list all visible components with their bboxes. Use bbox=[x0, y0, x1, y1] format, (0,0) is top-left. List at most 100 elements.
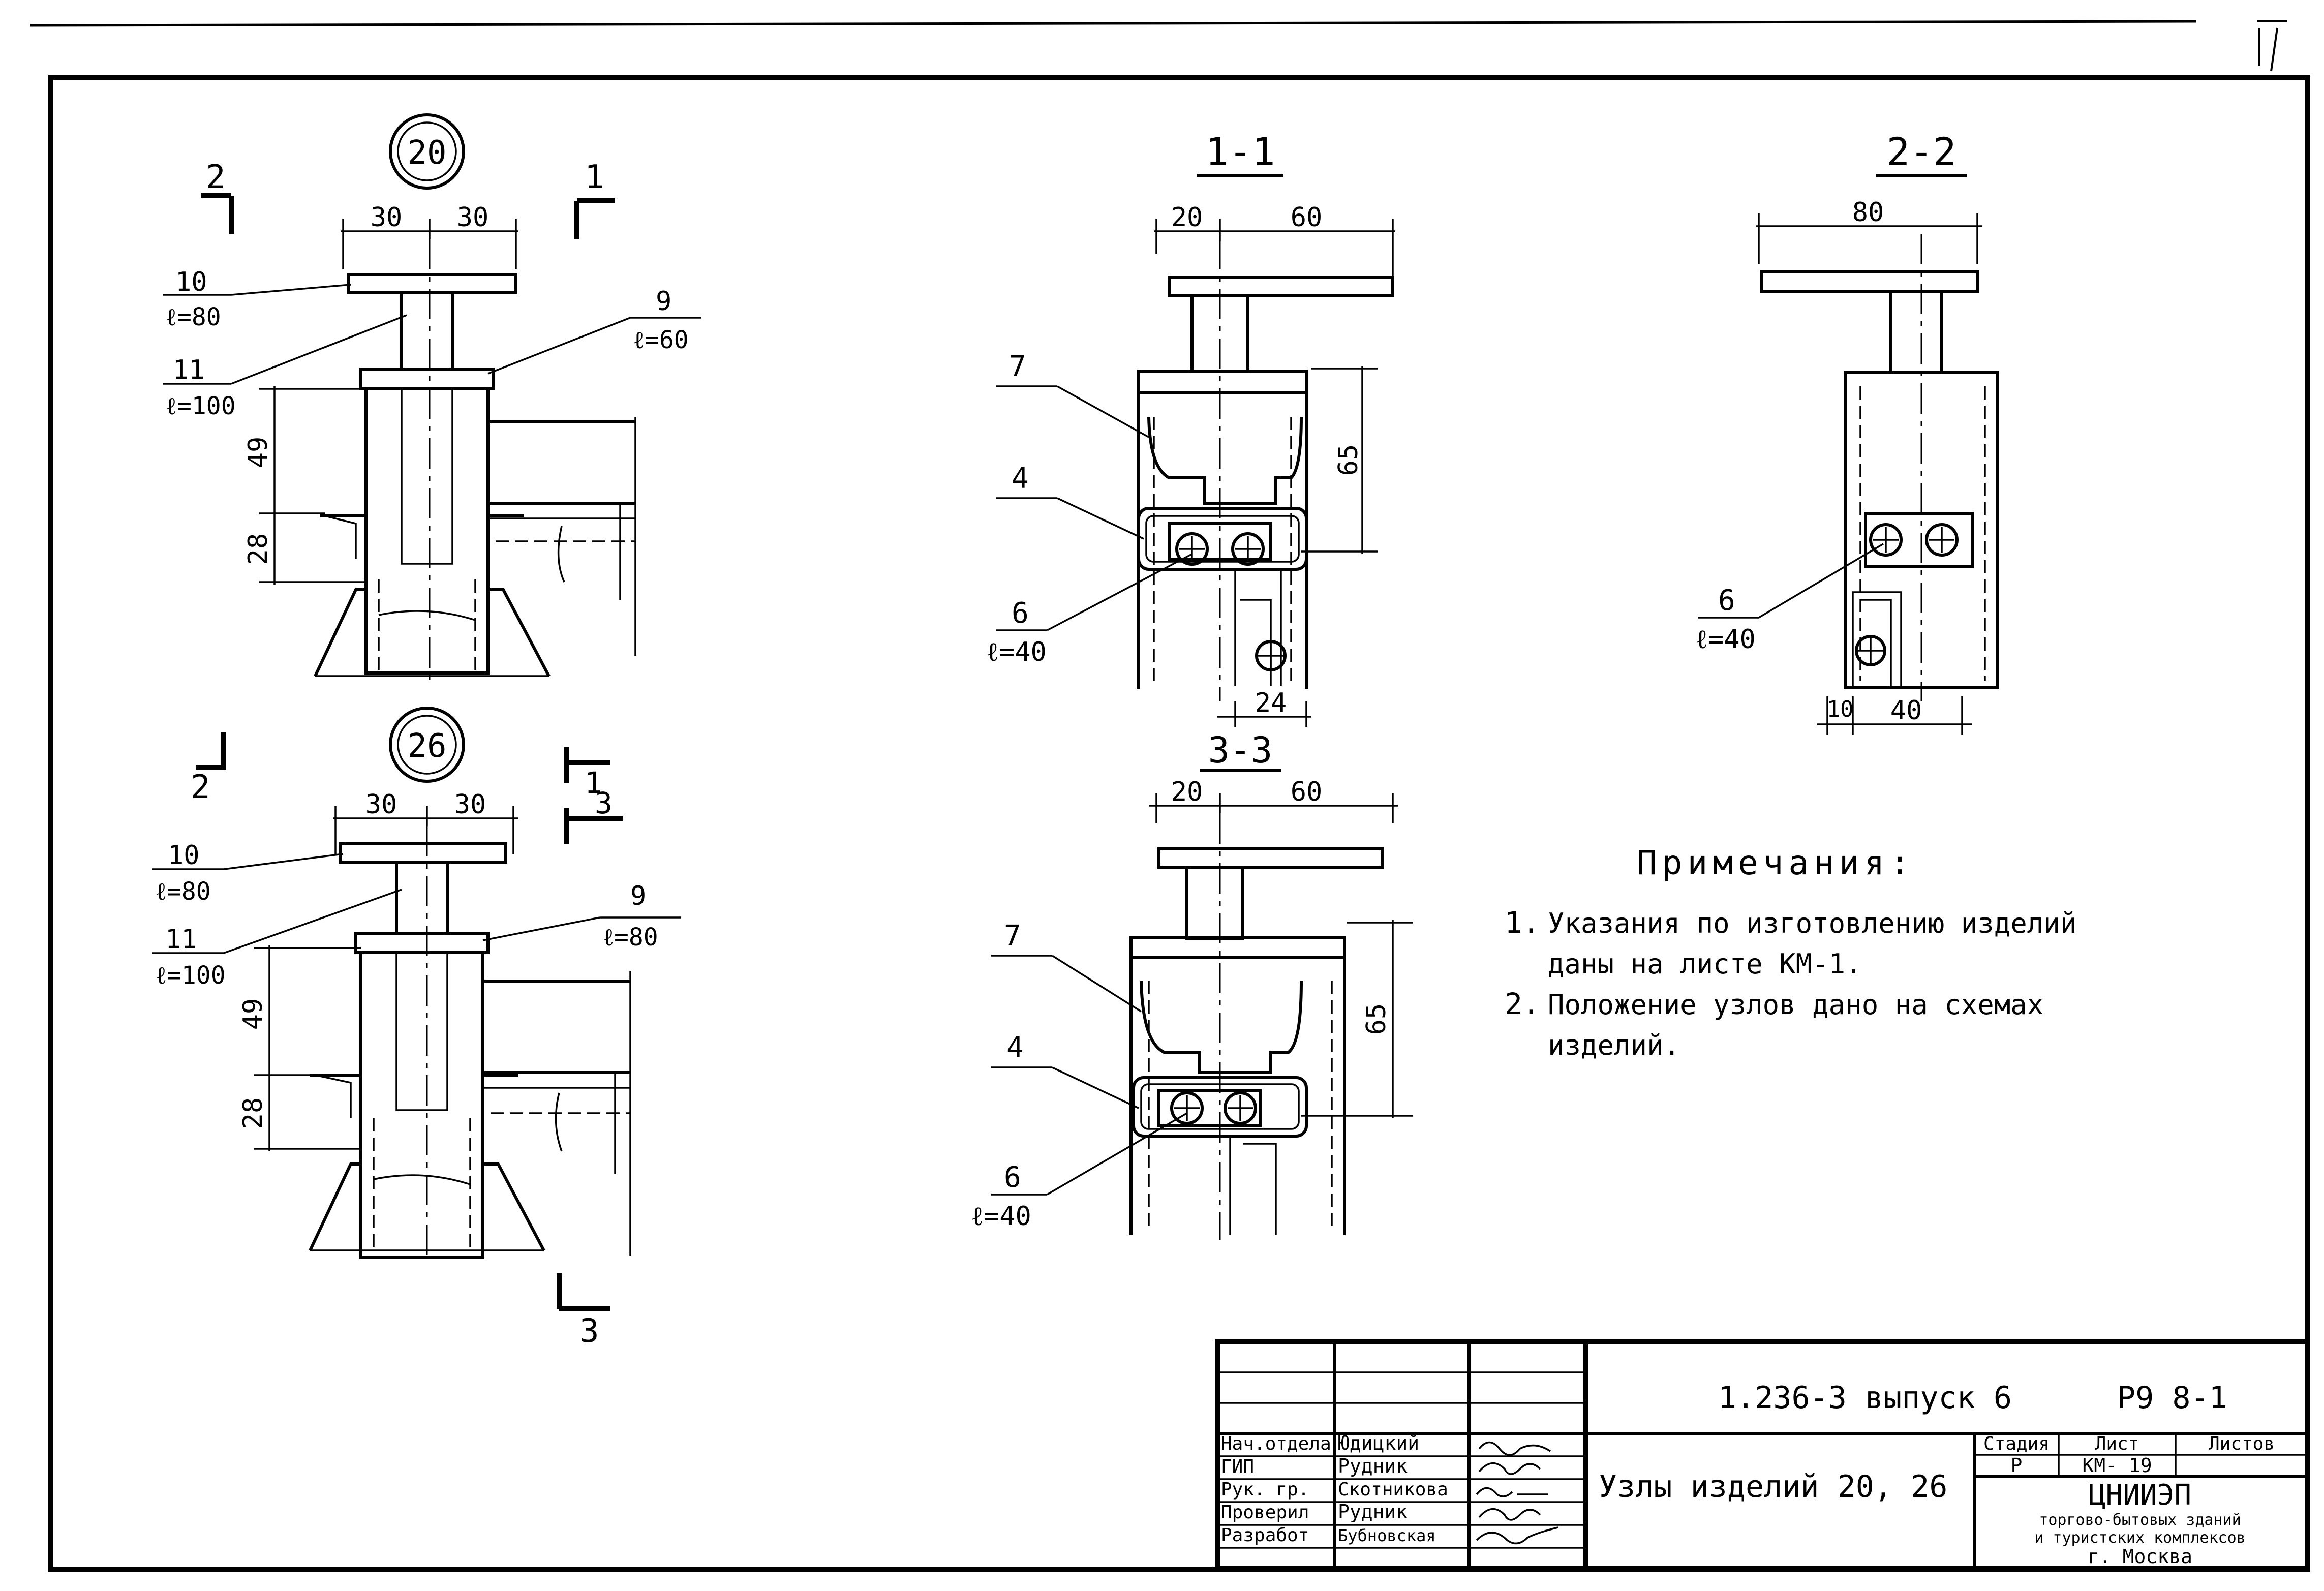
mark-4: 4 bbox=[996, 462, 1144, 540]
svg-text:9: 9 bbox=[630, 881, 646, 911]
dim-top: 80 bbox=[1756, 197, 1982, 264]
svg-text:28: 28 bbox=[243, 533, 273, 565]
svg-text:30: 30 bbox=[454, 789, 486, 820]
svg-text:3: 3 bbox=[579, 1312, 599, 1350]
detail-20-marker bbox=[389, 113, 465, 190]
dim-top: 20 60 bbox=[1149, 777, 1398, 823]
svg-text:1: 1 bbox=[585, 159, 604, 196]
drawing-title: Узлы изделий 20, 26 bbox=[1599, 1469, 1947, 1505]
dim-top: 30 30 bbox=[333, 789, 518, 854]
section-cut-2: 2 bbox=[201, 159, 234, 234]
detail-26-marker bbox=[389, 707, 465, 783]
svg-text:1: 1 bbox=[585, 766, 602, 800]
svg-text:30: 30 bbox=[457, 202, 489, 233]
svg-text:ℓ=40: ℓ=40 bbox=[1695, 624, 1756, 655]
svg-text:20: 20 bbox=[1171, 777, 1203, 807]
svg-text:10: 10 bbox=[175, 267, 207, 297]
svg-text:Рудник: Рудник bbox=[1338, 1501, 1408, 1523]
note-2-line-1: Положение узлов дано на схемах bbox=[1548, 989, 2043, 1021]
svg-text:3: 3 bbox=[595, 786, 613, 820]
svg-text:80: 80 bbox=[1852, 197, 1884, 228]
dim-bottom: 10 40 bbox=[1817, 695, 1972, 735]
mark-9: 9 ℓ=80 bbox=[482, 881, 681, 952]
svg-text:ℓ=100: ℓ=100 bbox=[165, 392, 236, 420]
mark-10: 10 ℓ=80 bbox=[163, 267, 351, 331]
top-plate bbox=[347, 273, 517, 294]
svg-text:60: 60 bbox=[1291, 777, 1323, 807]
svg-text:г. Москва: г. Москва bbox=[2088, 1545, 2192, 1568]
detail-20-number: 20 bbox=[407, 134, 446, 172]
svg-text:4: 4 bbox=[1012, 462, 1029, 495]
svg-text:Лист: Лист bbox=[2095, 1433, 2139, 1454]
svg-text:КМ- 19: КМ- 19 bbox=[2082, 1454, 2152, 1477]
notes: Примечания: 1. Указания по изготовлению … bbox=[1505, 843, 2076, 1061]
title-block: Нач.отдела Юдицкий ГИП Рудник Рук. гр. С… bbox=[1215, 1339, 2310, 1571]
column bbox=[364, 387, 490, 675]
svg-text:49: 49 bbox=[243, 437, 273, 469]
svg-text:2: 2 bbox=[191, 769, 210, 806]
notes-title: Примечания: bbox=[1637, 843, 1915, 882]
svg-text:20: 20 bbox=[1171, 202, 1203, 233]
svg-text:и туристских комплексов: и туристских комплексов bbox=[2034, 1529, 2245, 1547]
svg-text:65: 65 bbox=[1333, 444, 1364, 476]
mark-7: 7 bbox=[996, 350, 1149, 438]
svg-text:ℓ=40: ℓ=40 bbox=[986, 637, 1047, 667]
note-1-line-2: даны на листе КМ-1. bbox=[1548, 948, 1862, 980]
svg-text:2: 2 bbox=[206, 159, 226, 196]
svg-text:28: 28 bbox=[238, 1097, 268, 1129]
signature-marks bbox=[1476, 1441, 1558, 1545]
svg-text:49: 49 bbox=[238, 998, 268, 1030]
dim-top: 20 60 bbox=[1154, 202, 1395, 285]
detail-26: 26 2 1 3 3 30 30 bbox=[152, 707, 681, 1350]
svg-text:ℓ=80: ℓ=80 bbox=[155, 877, 211, 906]
svg-text:Бубновская: Бубновская bbox=[1338, 1526, 1436, 1545]
svg-text:11: 11 bbox=[165, 924, 197, 955]
svg-text:6: 6 bbox=[1012, 597, 1029, 630]
sheet-frame bbox=[30, 20, 2310, 1572]
mark-10: 10 ℓ=80 bbox=[152, 840, 344, 906]
svg-text:10: 10 bbox=[168, 840, 200, 871]
cap-plate bbox=[359, 368, 495, 390]
top-plate bbox=[339, 842, 507, 864]
svg-text:Разработ: Разработ bbox=[1221, 1525, 1309, 1546]
detail-26-number: 26 bbox=[407, 727, 446, 765]
cap-plate bbox=[354, 932, 490, 954]
mark-9: 9 ℓ=60 bbox=[487, 286, 701, 375]
svg-text:9: 9 bbox=[656, 286, 671, 317]
section-1-1: 1-1 20 60 65 bbox=[986, 129, 1395, 727]
note-2-line-2: изделий. bbox=[1548, 1029, 1680, 1061]
section-title: 3-3 bbox=[1208, 729, 1272, 771]
svg-text:30: 30 bbox=[365, 789, 397, 820]
dim-vertical: 65 bbox=[1301, 920, 1413, 1118]
svg-text:ГИП: ГИП bbox=[1221, 1456, 1254, 1477]
svg-text:4: 4 bbox=[1006, 1031, 1024, 1064]
mark-6: 6 ℓ=40 bbox=[986, 553, 1192, 667]
svg-text:24: 24 bbox=[1255, 688, 1287, 718]
svg-text:Нач.отдела: Нач.отдела bbox=[1221, 1433, 1331, 1454]
svg-text:Рудник: Рудник bbox=[1338, 1455, 1408, 1477]
section-title: 2-2 bbox=[1886, 129, 1956, 174]
svg-text:Листов: Листов bbox=[2209, 1433, 2275, 1454]
svg-text:Р: Р bbox=[2011, 1454, 2023, 1477]
detail-20: 20 2 1 30 30 bbox=[163, 113, 701, 686]
mark-11: 11 ℓ=100 bbox=[152, 889, 402, 990]
section-cut-3-bottom: 3 bbox=[557, 1273, 610, 1350]
dim-vertical: 49 28 bbox=[238, 945, 361, 1151]
section-cut-3-top: 3 bbox=[564, 786, 623, 844]
svg-text:ℓ=60: ℓ=60 bbox=[633, 326, 689, 354]
mark-6: 6 ℓ=40 bbox=[971, 1112, 1187, 1232]
svg-text:6: 6 bbox=[1004, 1161, 1021, 1194]
signature-rows: Нач.отдела Юдицкий ГИП Рудник Рук. гр. С… bbox=[1221, 1432, 1448, 1546]
section-3-3: 3-3 20 60 65 7 bbox=[971, 729, 1413, 1240]
dim-vertical: 49 28 bbox=[243, 386, 366, 585]
org-name: ЦНИИЭП bbox=[2089, 1479, 2191, 1512]
svg-text:7: 7 bbox=[1009, 350, 1026, 383]
svg-text:Юдицкий: Юдицкий bbox=[1338, 1432, 1419, 1454]
svg-text:ℓ=80: ℓ=80 bbox=[165, 303, 221, 331]
column bbox=[359, 951, 484, 1259]
section-cut-1: 1 bbox=[574, 159, 615, 239]
sheet-code: Р9 8-1 bbox=[2117, 1380, 2227, 1416]
svg-text:6: 6 bbox=[1718, 584, 1735, 617]
note-1-number: 1. bbox=[1505, 905, 1540, 940]
